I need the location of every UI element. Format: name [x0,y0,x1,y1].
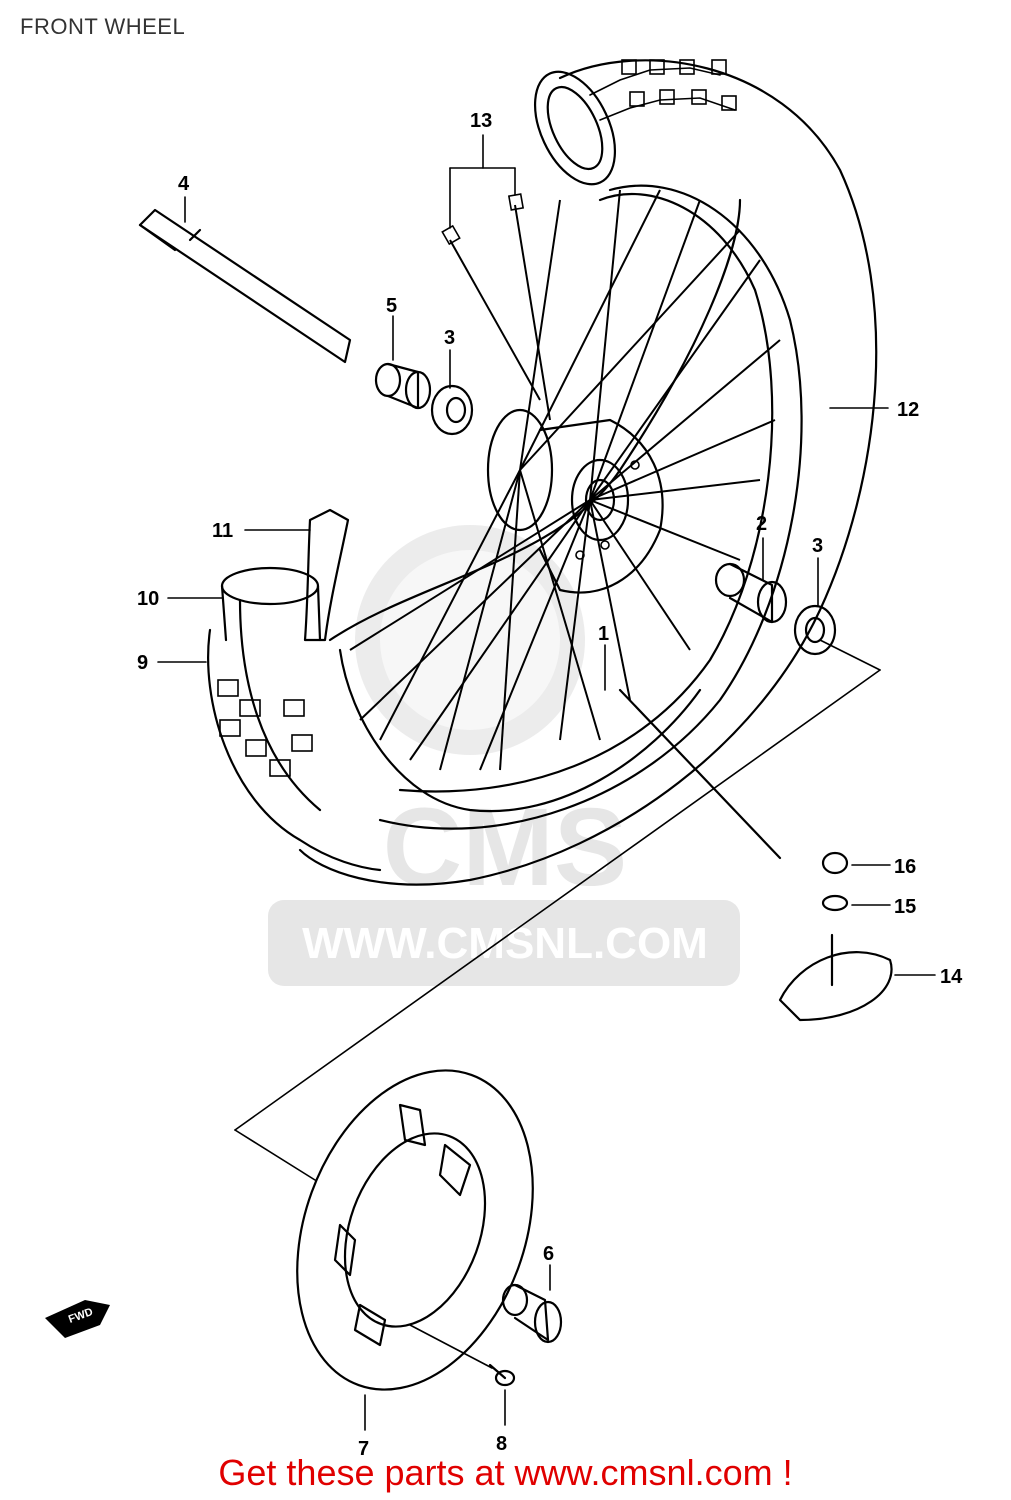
footer-link[interactable]: Get these parts at www.cmsnl.com ! [218,1452,793,1493]
hub [486,408,664,594]
callout-15: 15 [894,896,916,918]
tube-and-rim-band [220,508,350,642]
watermark: CMS WWW.CMSNL.COM [268,525,740,986]
brake-disc [296,1069,534,1431]
forward-arrow-icon: FWD [45,1300,110,1338]
callout-4: 4 [178,173,190,195]
callout-14: 14 [940,966,963,988]
callout-8: 8 [496,1433,507,1455]
tire [298,59,878,886]
collar-disc-side [501,1264,563,1344]
callout-3-left: 3 [444,327,455,349]
axle [138,196,352,364]
leader-lines [157,407,889,663]
watermark-brand: CMS [383,786,627,909]
callout-6: 6 [543,1243,554,1265]
valve-stem [604,644,782,860]
callout-7: 7 [358,1438,369,1460]
callout-13: 13 [470,110,492,132]
spoke-detail [441,134,551,421]
tire-lower [207,598,382,872]
callout-11: 11 [212,520,233,542]
callout-10: 10 [137,588,159,610]
page-title: FRONT WHEEL [20,14,186,39]
collar-left [374,315,432,410]
rim-lock-parts [778,851,936,1022]
callout-5: 5 [386,295,397,317]
callout-2: 2 [756,513,767,535]
bearing-left [430,349,474,436]
disc-bolt [409,1324,516,1426]
watermark-url: WWW.CMSNL.COM [302,919,708,968]
callout-16: 16 [894,856,916,878]
callout-12: 12 [897,399,919,421]
callout-9: 9 [137,652,148,674]
callout-1: 1 [598,623,609,645]
callout-3-right: 3 [812,535,823,557]
callouts: 1 2 3 3 4 5 6 7 8 9 10 11 12 13 14 15 16 [137,110,963,1460]
bearing-right [793,557,837,656]
spacer-right [714,537,788,624]
assembly-lines [234,639,881,1181]
spokes [349,189,781,771]
